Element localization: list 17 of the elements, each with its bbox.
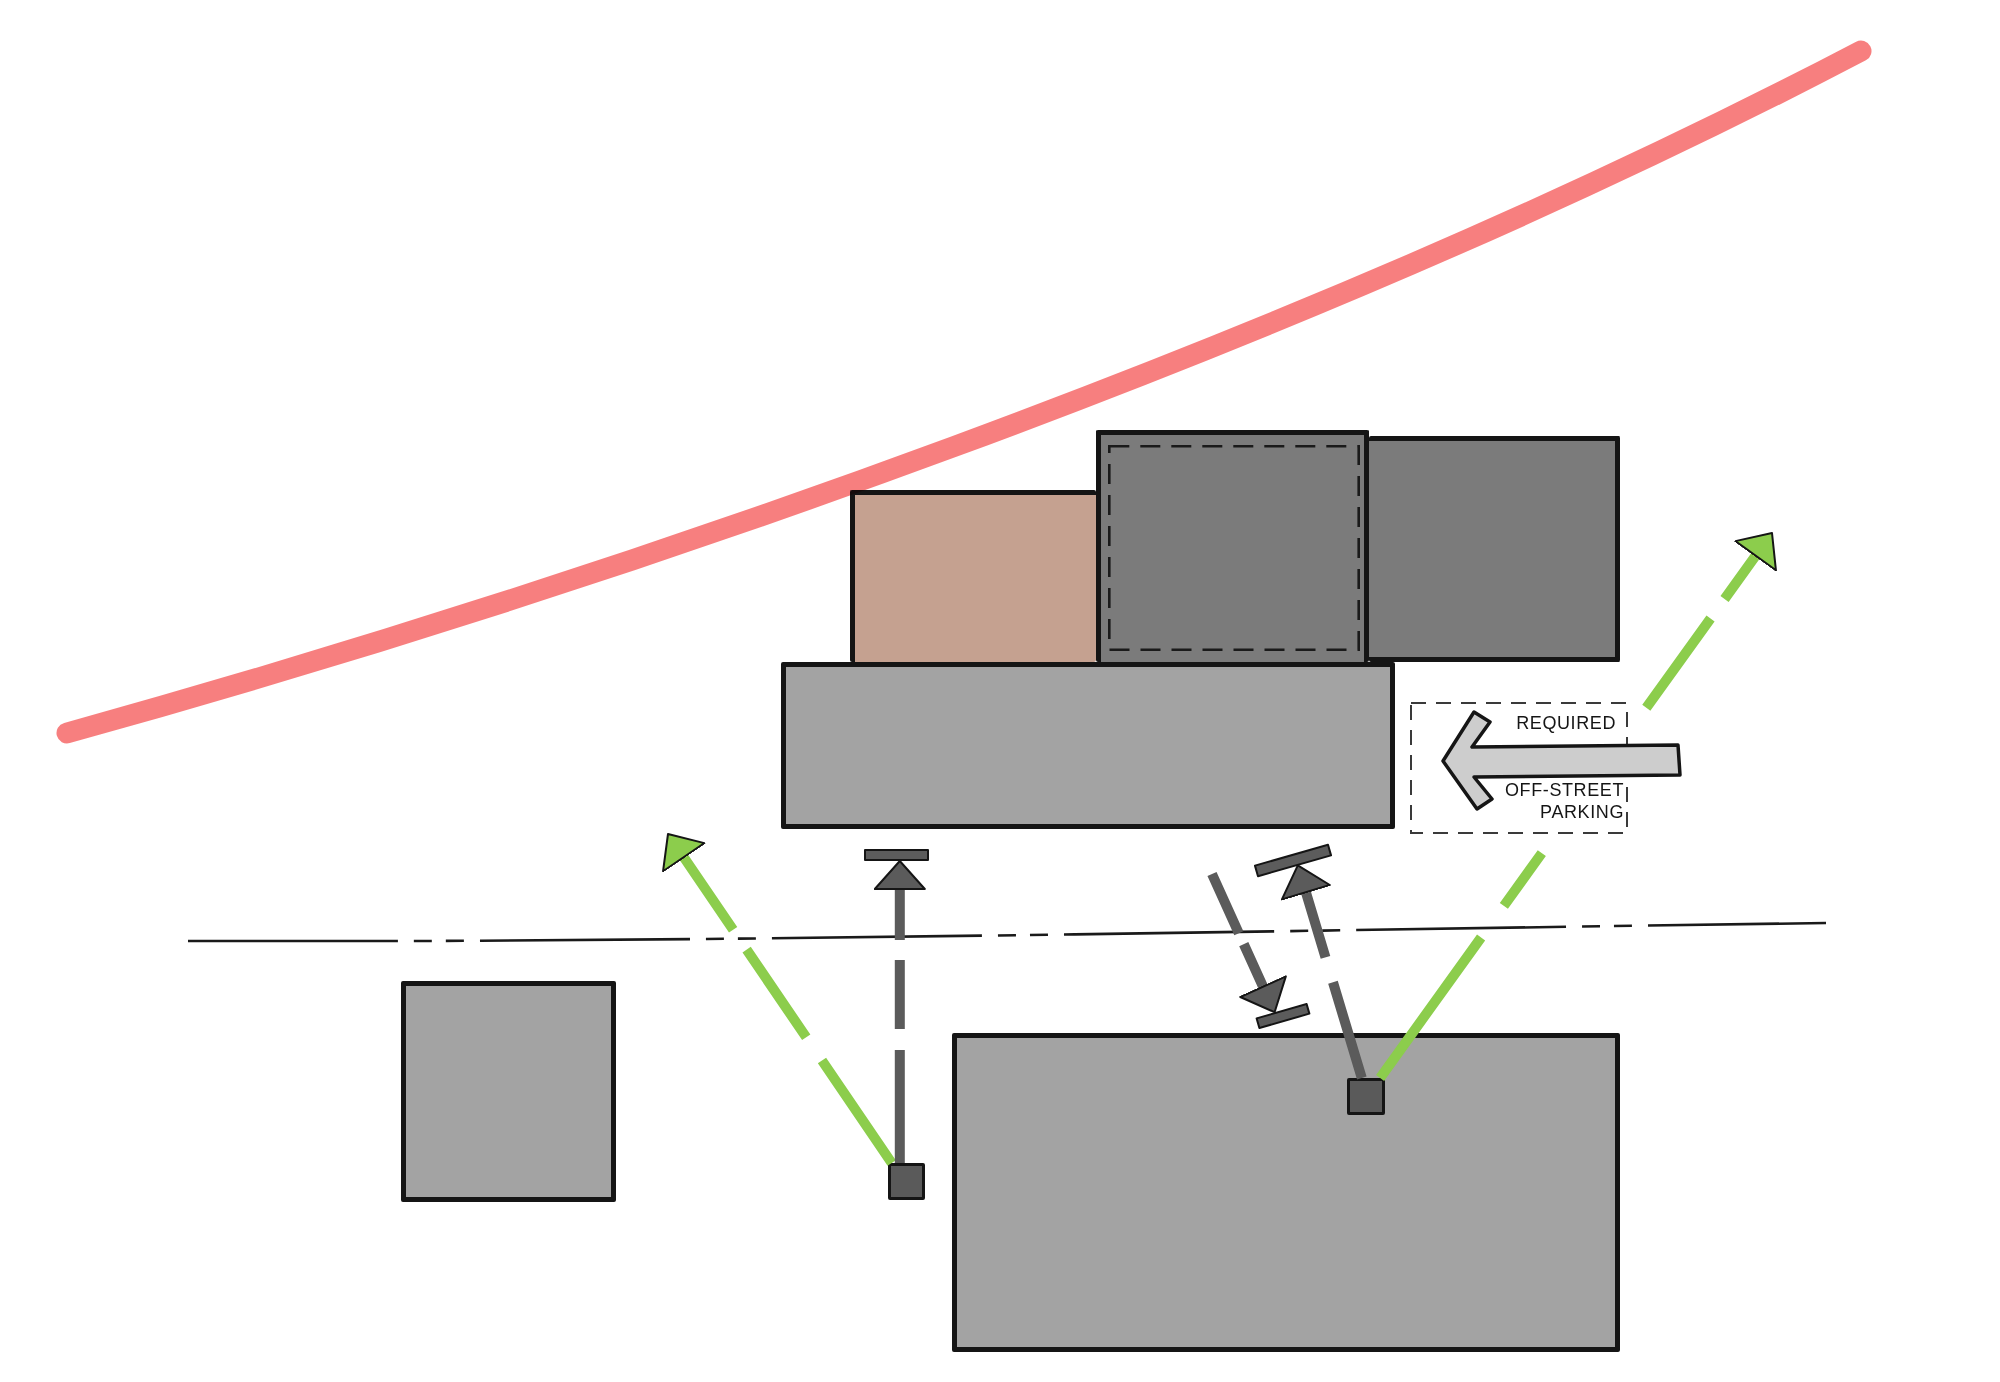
- dashed-arrow: [873, 860, 926, 1163]
- stop-bar: [864, 849, 929, 861]
- dashed-arrow: [1207, 871, 1287, 1015]
- dashed-arrow: [662, 831, 896, 1166]
- square-marker: [1347, 1078, 1385, 1115]
- building-block: [1096, 430, 1369, 662]
- building-block: [850, 490, 1096, 662]
- dashed-outline: [1108, 445, 1360, 651]
- building-block: [781, 662, 1395, 829]
- building-block: [1369, 436, 1620, 662]
- dashed-arrow: [1280, 863, 1367, 1080]
- callout-text: OFF-STREET PARKING: [1504, 779, 1624, 823]
- square-marker: [888, 1163, 925, 1200]
- callout-box: [1410, 702, 1628, 834]
- callout-text: REQUIRED: [1516, 712, 1616, 734]
- building-block: [952, 1033, 1620, 1352]
- building-block: [401, 981, 616, 1202]
